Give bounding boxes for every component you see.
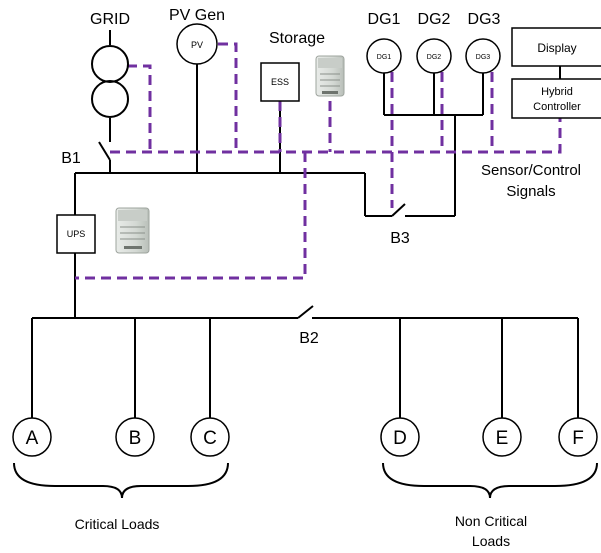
load-d-label: D: [393, 428, 407, 449]
ups-device-icon: [115, 207, 150, 254]
transformer-secondary-coil: [91, 80, 129, 118]
dg2-symbol: DG2: [427, 54, 442, 61]
breaker-b3: [391, 203, 406, 217]
breaker-b1-label: B1: [61, 150, 81, 167]
breaker-b3-label: B3: [390, 230, 410, 247]
display-box: [511, 27, 601, 67]
non-critical-loads-line2: Loads: [472, 533, 510, 549]
storage-device-icon: [315, 55, 345, 97]
hybrid-controller-line2: Controller: [533, 101, 581, 113]
pv-symbol-label: PV: [191, 40, 203, 50]
dg1-symbol: DG1: [377, 54, 392, 61]
load-e-circle: [482, 417, 522, 457]
critical-loads-brace: [13, 462, 229, 499]
display-label: Display: [537, 41, 576, 55]
ups-label: UPS: [67, 229, 86, 239]
pv-gen-label: PV Gen: [169, 7, 225, 24]
transformer-primary-coil: [91, 45, 129, 83]
non-critical-loads-brace: [382, 462, 598, 499]
dg3-generator: [465, 38, 501, 74]
breaker-b2: [297, 305, 314, 319]
sensor-control-label-line2: Signals: [506, 183, 555, 200]
dg1-label: DG1: [368, 11, 401, 28]
load-a-circle: [12, 417, 52, 457]
hybrid-controller-line1: Hybrid: [541, 86, 573, 98]
hybrid-controller-box: [511, 78, 601, 119]
load-b-circle: [115, 417, 155, 457]
dg2-generator: [416, 38, 452, 74]
load-f-circle: [558, 417, 598, 457]
pv-generator: [176, 23, 218, 65]
breaker-b1: [98, 141, 111, 161]
dg3-symbol: DG3: [476, 54, 491, 61]
load-d-circle: [380, 417, 420, 457]
critical-loads-label: Critical Loads: [75, 516, 160, 532]
dg1-generator: [366, 38, 402, 74]
non-critical-loads-line1: Non Critical: [455, 513, 527, 529]
storage-label: Storage: [269, 30, 325, 47]
power-wiring: [31, 30, 579, 418]
breaker-b2-label: B2: [299, 330, 319, 347]
load-e-label: E: [496, 428, 509, 449]
ess-label: ESS: [271, 77, 289, 87]
dg2-label: DG2: [418, 11, 451, 28]
load-f-label: F: [572, 428, 584, 449]
grid-transformer: [91, 45, 129, 118]
load-c-circle: [190, 417, 230, 457]
load-a-label: A: [26, 428, 39, 449]
sensor-control-label-line1: Sensor/Control: [481, 162, 581, 179]
load-c-label: C: [203, 428, 217, 449]
dg3-label: DG3: [468, 11, 501, 28]
grid-label: GRID: [90, 11, 130, 28]
ess-box: [260, 62, 300, 102]
signal-lines: [75, 42, 562, 280]
ups-box: [56, 214, 96, 254]
load-b-label: B: [129, 428, 142, 449]
